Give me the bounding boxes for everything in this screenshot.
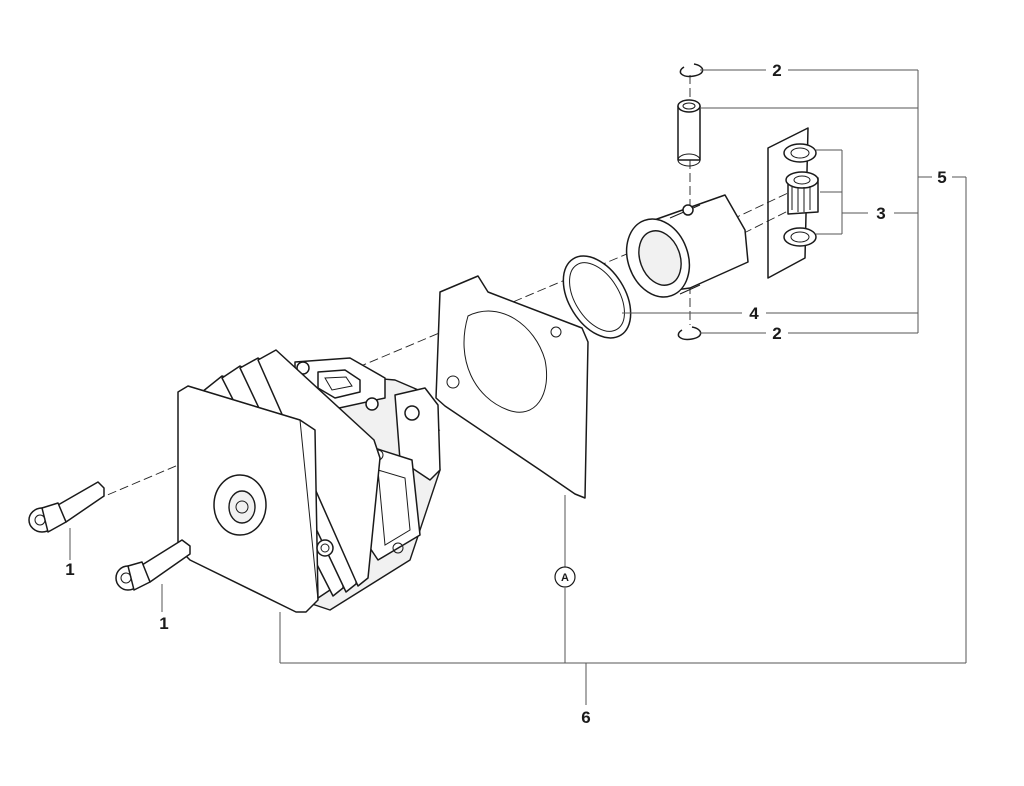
thrust-washer-top bbox=[783, 143, 817, 163]
reference-a-circle bbox=[554, 566, 576, 588]
callout-6: 6 bbox=[581, 708, 590, 727]
piston bbox=[625, 127, 809, 298]
cylinder bbox=[177, 349, 441, 613]
callout-2-bottom: 2 bbox=[772, 324, 781, 343]
callout-1-upper: 1 bbox=[65, 560, 74, 579]
callout-2-top: 2 bbox=[772, 61, 781, 80]
piston-ring bbox=[562, 255, 632, 339]
bolt-upper bbox=[28, 481, 105, 533]
callout-3: 3 bbox=[876, 204, 885, 223]
needle-bearing bbox=[785, 171, 819, 215]
thrust-washer-bottom bbox=[783, 227, 817, 247]
circlip-top bbox=[679, 63, 704, 78]
wrist-pin bbox=[677, 99, 701, 167]
callout-4: 4 bbox=[749, 304, 759, 323]
bolt-lower bbox=[115, 539, 191, 591]
cylinder-gasket bbox=[435, 275, 589, 499]
leader-lines bbox=[69, 69, 967, 705]
reference-a-label: A bbox=[561, 572, 569, 584]
callout-1-lower: 1 bbox=[159, 614, 168, 633]
circlip-bottom bbox=[677, 326, 702, 341]
callout-5: 5 bbox=[937, 168, 946, 187]
